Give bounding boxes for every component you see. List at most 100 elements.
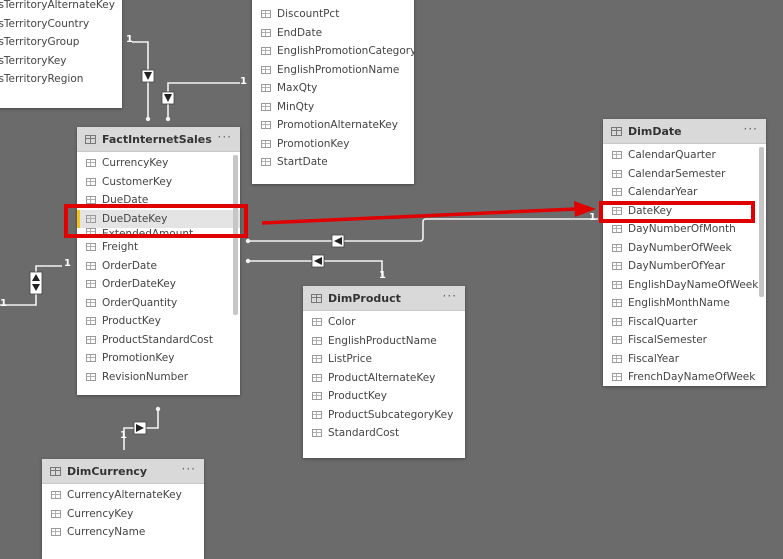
column-row[interactable]: FiscalYear xyxy=(603,350,766,369)
column-label: DiscountPct xyxy=(277,8,340,21)
column-label: esTerritoryRegion xyxy=(0,73,84,86)
column-row[interactable]: EnglishPromotionName xyxy=(252,61,414,80)
column-row[interactable]: PromotionKey xyxy=(77,349,240,368)
column-row[interactable]: DueDateKey xyxy=(77,209,240,228)
column-row[interactable]: Color xyxy=(303,313,465,332)
column-row[interactable]: ProductStandardCost xyxy=(77,331,240,350)
column-label: esTerritoryCountry xyxy=(0,17,90,30)
column-label: CalendarQuarter xyxy=(628,149,716,162)
column-row[interactable]: OrderDateKey xyxy=(77,275,240,294)
column-row[interactable]: RevisionNumber xyxy=(77,368,240,387)
column-icon xyxy=(612,151,622,160)
column-label: Freight xyxy=(102,241,139,254)
column-row[interactable]: esTerritoryCountry xyxy=(0,15,122,34)
column-row[interactable]: FrenchDayNameOfWeek xyxy=(603,368,766,386)
column-row[interactable]: ProductSubcategoryKey xyxy=(303,406,465,425)
column-label: OrderDate xyxy=(102,259,157,272)
column-icon xyxy=(261,10,271,19)
column-row[interactable]: DiscountPct xyxy=(252,5,414,24)
column-row[interactable]: esTerritoryGroup xyxy=(0,33,122,52)
dim-date-header[interactable]: DimDate ··· xyxy=(603,119,766,144)
column-label: ProductKey xyxy=(328,390,387,403)
column-row[interactable]: EnglishPromotionCategory xyxy=(252,42,414,61)
column-row[interactable]: CurrencyAlternateKey xyxy=(42,486,204,505)
more-options-icon[interactable]: ··· xyxy=(181,462,196,476)
column-icon xyxy=(261,121,271,130)
column-row[interactable]: CalendarYear xyxy=(603,183,766,202)
column-icon xyxy=(612,317,622,326)
cardinality-territory-one: 1 xyxy=(126,34,133,45)
column-row[interactable]: OrderDate xyxy=(77,257,240,276)
column-icon xyxy=(261,47,271,56)
column-row[interactable]: ListPrice xyxy=(303,350,465,369)
column-label: esTerritoryAlternateKey xyxy=(0,0,115,12)
fact-internet-sales-header[interactable]: FactInternetSales ··· xyxy=(77,127,240,152)
column-row[interactable]: FiscalSemester xyxy=(603,331,766,350)
column-icon xyxy=(86,298,96,307)
column-row[interactable]: ProductAlternateKey xyxy=(303,369,465,388)
column-label: DayNumberOfYear xyxy=(628,260,726,273)
column-label: CustomerKey xyxy=(102,175,173,188)
column-row[interactable]: esTerritoryKey xyxy=(0,52,122,71)
column-row[interactable]: esTerritoryAlternateKey xyxy=(0,0,122,15)
more-options-icon[interactable]: ··· xyxy=(442,289,457,303)
highlight-duedatekey xyxy=(64,204,248,238)
column-row[interactable]: StartDate xyxy=(252,153,414,172)
column-icon xyxy=(261,28,271,37)
column-icon xyxy=(86,196,96,205)
column-row[interactable]: CurrencyKey xyxy=(42,505,204,524)
date-scrollbar[interactable] xyxy=(759,147,764,297)
column-icon xyxy=(51,491,61,500)
dim-product-header[interactable]: DimProduct ··· xyxy=(303,286,465,311)
column-row[interactable]: DayNumberOfYear xyxy=(603,257,766,276)
more-options-icon[interactable]: ··· xyxy=(743,122,758,136)
column-row[interactable]: DayNumberOfMonth xyxy=(603,220,766,239)
column-icon xyxy=(86,372,96,381)
column-label: StartDate xyxy=(277,156,328,169)
column-row[interactable]: DateKey xyxy=(603,202,766,221)
column-row[interactable]: EnglishDayNameOfWeek xyxy=(603,276,766,295)
column-row[interactable]: CurrencyName xyxy=(42,523,204,542)
column-row[interactable]: EndDate xyxy=(252,24,414,43)
column-row[interactable]: DayNumberOfWeek xyxy=(603,239,766,258)
column-row[interactable]: PromotionKey xyxy=(252,135,414,154)
column-icon xyxy=(612,280,622,289)
table-dim-sales-territory[interactable]: esTerritoryAlternateKey esTerritoryCountr… xyxy=(0,0,122,108)
column-row[interactable]: EnglishMonthName xyxy=(603,294,766,313)
column-row[interactable]: CalendarSemester xyxy=(603,165,766,184)
column-row[interactable]: MaxQty xyxy=(252,79,414,98)
column-label: ExtendedAmount xyxy=(102,228,194,238)
column-row[interactable]: ProductKey xyxy=(77,312,240,331)
column-label: CalendarSemester xyxy=(628,167,726,180)
column-icon xyxy=(261,158,271,167)
more-options-icon[interactable]: ··· xyxy=(217,130,232,144)
column-row[interactable]: PromotionAlternateKey xyxy=(252,116,414,135)
column-row[interactable]: DueDate xyxy=(77,191,240,210)
column-label: MaxQty xyxy=(277,82,318,95)
column-label: DueDateKey xyxy=(102,212,168,225)
column-label: EnglishDayNameOfWeek xyxy=(628,278,759,291)
column-row[interactable]: CalendarQuarter xyxy=(603,146,766,165)
dim-currency-header[interactable]: DimCurrency ··· xyxy=(42,459,204,484)
column-icon xyxy=(261,139,271,148)
column-row[interactable]: FiscalQuarter xyxy=(603,313,766,332)
cardinality-left-one-a: 1 xyxy=(64,258,71,269)
column-row[interactable]: CurrencyKey xyxy=(77,154,240,173)
column-row[interactable]: OrderQuantity xyxy=(77,294,240,313)
column-row[interactable]: EnglishProductName xyxy=(303,332,465,351)
column-row[interactable]: ProductKey xyxy=(303,387,465,406)
column-row[interactable]: esTerritoryRegion xyxy=(0,70,122,89)
column-row[interactable]: MinQty xyxy=(252,98,414,117)
column-icon xyxy=(612,354,622,363)
column-icon xyxy=(612,188,622,197)
column-row[interactable]: StandardCost xyxy=(303,424,465,443)
column-row[interactable]: CustomerKey xyxy=(77,173,240,192)
column-label: EnglishMonthName xyxy=(628,297,730,310)
column-row[interactable]: Freight xyxy=(77,238,240,257)
